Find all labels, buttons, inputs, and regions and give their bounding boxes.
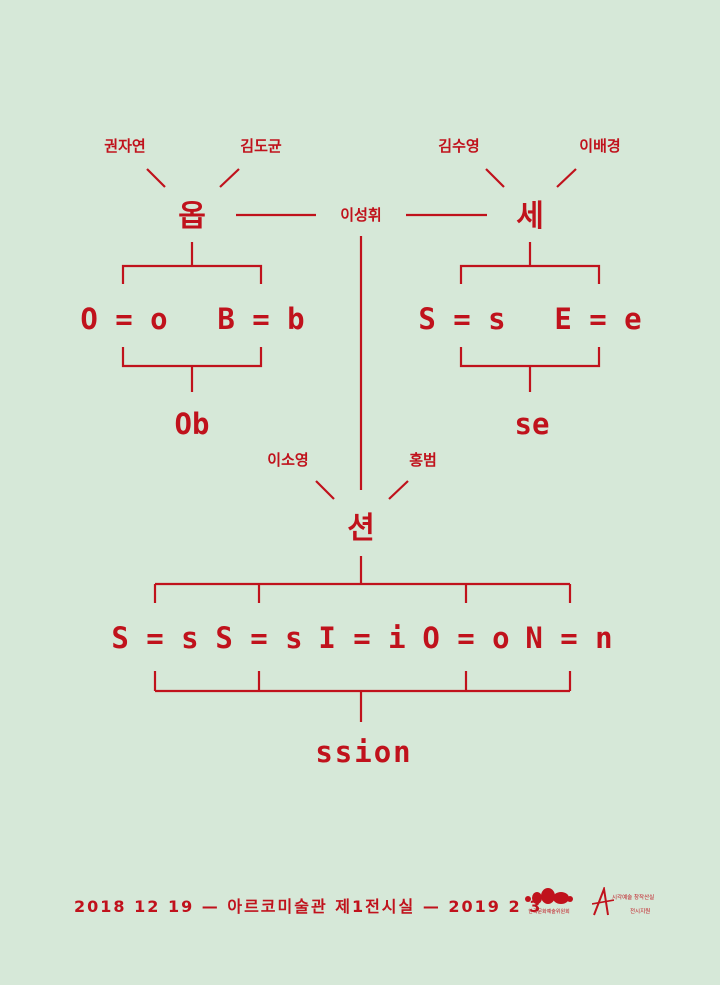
letter-pair: N = n <box>525 621 612 655</box>
logo-caption-bottom: 전시지원 <box>630 909 651 915</box>
connector-line <box>146 168 166 188</box>
letter-a-mark-icon <box>591 885 615 916</box>
connector-line <box>485 168 505 188</box>
letter-pair: B = b <box>217 302 304 336</box>
syllable-op: 옵 <box>178 199 206 234</box>
letter-pair: E = e <box>554 302 641 336</box>
letter-pair: S = s <box>111 621 198 655</box>
artist-name-1: 권자연 <box>104 137 145 155</box>
logo-caption: 한국문화예술위원회 <box>528 909 570 915</box>
letter-pair: I = i <box>318 621 405 655</box>
letter-pair: S = s <box>418 302 505 336</box>
connector-line <box>315 480 335 500</box>
logo-caption-top: 시각예술 창작산실 <box>612 895 655 901</box>
artist-name-3: 김수영 <box>438 137 479 155</box>
arts-council-mark-icon <box>525 888 573 904</box>
syllable-syeon: 션 <box>347 511 375 546</box>
letter-pair: S = s <box>215 621 302 655</box>
result-ob: Ob <box>175 407 210 441</box>
syllable-se: 세 <box>516 199 544 234</box>
connector-line <box>388 480 409 500</box>
artist-name-4: 이배경 <box>579 137 620 155</box>
bracket-top <box>121 264 263 284</box>
letter-pair: O = o <box>80 302 167 336</box>
connector-line <box>219 168 240 188</box>
result-ssion: ssion <box>315 735 412 769</box>
curator-name: 이성휘 <box>340 206 381 224</box>
result-se: se <box>515 407 550 441</box>
bracket-bottom <box>121 347 263 368</box>
artist-name-2: 김도균 <box>240 137 282 155</box>
creative-arts-logo: 시각예술 창작산실 전시지원 <box>591 885 655 917</box>
bracket-top <box>459 264 601 284</box>
letter-pair: O = o <box>422 621 509 655</box>
arts-council-logo: 한국문화예술위원회 <box>524 887 574 917</box>
exhibition-info: 2018 12 19 — 아르코미술관 제1전시실 — 2019 2 3 <box>74 897 543 916</box>
artist-name-6: 홍범 <box>409 451 437 469</box>
connector-line <box>556 168 577 188</box>
bracket-bottom <box>459 347 601 368</box>
artist-name-5: 이소영 <box>267 451 308 469</box>
